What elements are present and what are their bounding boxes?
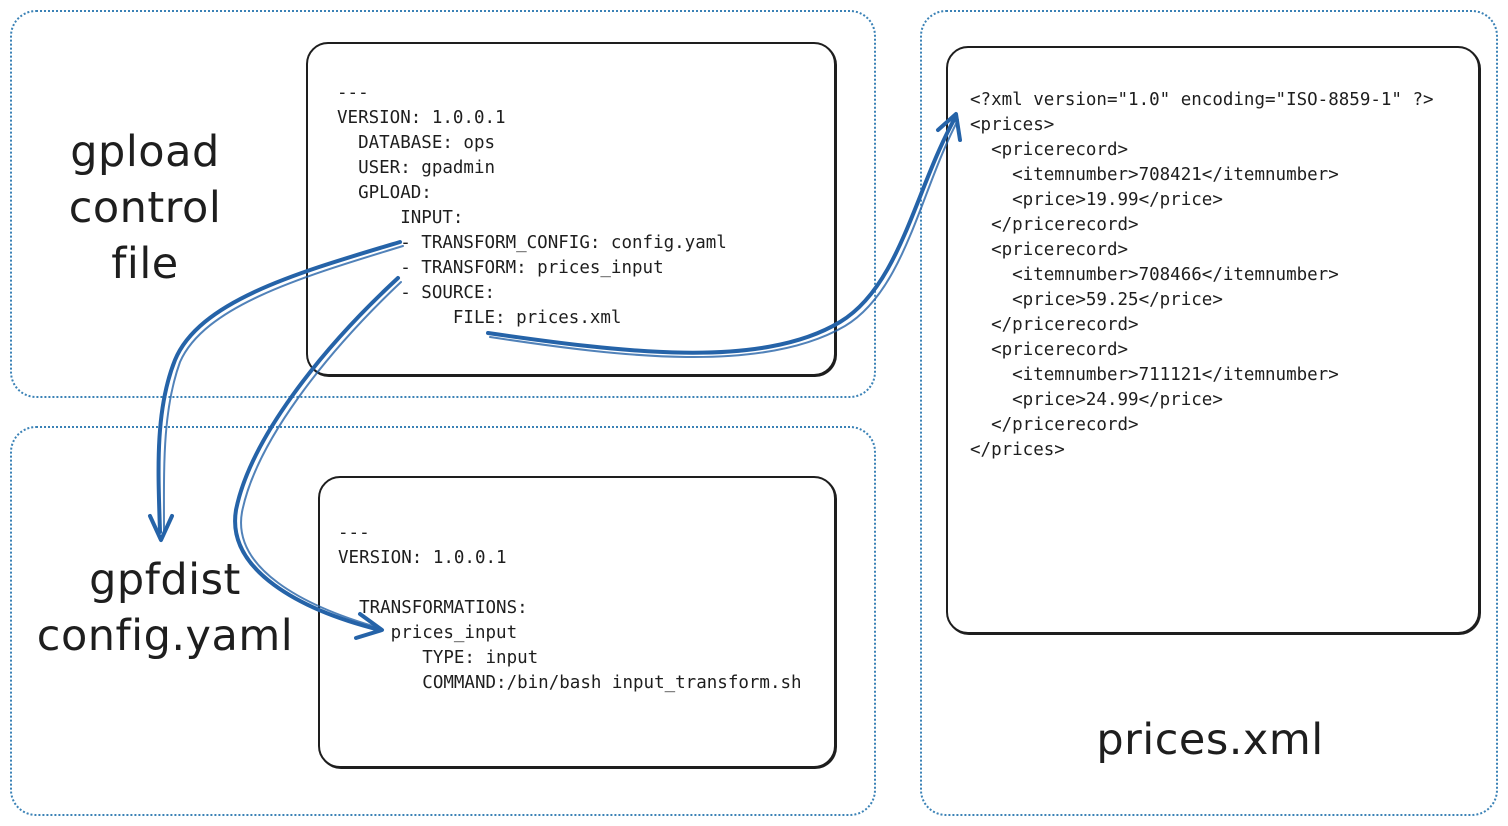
prices-xml-line: </prices> (970, 440, 1065, 460)
prices-xml-line: <itemnumber>708466</itemnumber> (970, 265, 1339, 285)
gpload-label-line-1: gpload (70, 127, 220, 177)
gpload-code-line: - SOURCE: (337, 283, 496, 303)
gpload-code-line: DATABASE: ops (337, 133, 496, 153)
gpload-code-line: --- (337, 83, 369, 103)
gpfdist-code-line: prices_input (338, 623, 518, 643)
gpload-label-line-3: file (111, 239, 179, 289)
prices-xml-line: </pricerecord> (970, 215, 1139, 235)
gpload-label-line-2: control (68, 183, 222, 233)
prices-xml-line: <pricerecord> (970, 140, 1129, 160)
gpfdist-code-line: COMMAND:/bin/bash input_transform.sh (338, 673, 802, 693)
prices-group (920, 10, 1498, 816)
prices-xml-line: <prices> (970, 115, 1055, 135)
prices-xml-line: <pricerecord> (970, 340, 1129, 360)
gpfdist-label: gpfdist config.yaml (30, 552, 300, 664)
gpfdist-label-line-2: config.yaml (36, 611, 294, 661)
prices-xml-line: <?xml version="1.0" encoding="ISO-8859-1… (970, 90, 1434, 110)
gpfdist-code-line: --- (338, 523, 370, 543)
prices-label: prices.xml (1080, 712, 1340, 768)
gpload-code-line: INPUT: (337, 208, 464, 228)
gpfdist-code-line: TYPE: input (338, 648, 539, 668)
prices-xml-line: </pricerecord> (970, 315, 1139, 335)
prices-xml-card (946, 46, 1480, 634)
gpfdist-code-line (338, 571, 802, 596)
gpfdist-config-code: --- VERSION: 1.0.0.1 TRANSFORMATIONS: pri… (338, 521, 802, 696)
gpfdist-code-line: TRANSFORMATIONS: (338, 598, 528, 618)
prices-xml-line: <pricerecord> (970, 240, 1129, 260)
prices-xml-line: <price>24.99</price> (970, 390, 1223, 410)
gpload-code-line: FILE: prices.xml (337, 308, 622, 328)
prices-xml-code: <?xml version="1.0" encoding="ISO-8859-1… (970, 88, 1434, 463)
gpload-control-file-code: --- VERSION: 1.0.0.1 DATABASE: ops USER: … (337, 81, 727, 331)
prices-xml-line: <itemnumber>708421</itemnumber> (970, 165, 1339, 185)
gpload-code-line: GPLOAD: (337, 183, 432, 203)
gpload-code-line: VERSION: 1.0.0.1 (337, 108, 506, 128)
prices-xml-line: <price>19.99</price> (970, 190, 1223, 210)
gpload-code-line: - TRANSFORM: prices_input (337, 258, 664, 278)
gpfdist-code-line: VERSION: 1.0.0.1 (338, 548, 507, 568)
gpload-code-line: - TRANSFORM_CONFIG: config.yaml (337, 233, 727, 253)
gpload-code-line: USER: gpadmin (337, 158, 496, 178)
gpload-label: gpload control file (40, 124, 250, 292)
gpfdist-label-line-1: gpfdist (89, 555, 241, 605)
prices-xml-line: <price>59.25</price> (970, 290, 1223, 310)
prices-xml-line: <itemnumber>711121</itemnumber> (970, 365, 1339, 385)
prices-label-text: prices.xml (1096, 715, 1324, 765)
prices-xml-line: </pricerecord> (970, 415, 1139, 435)
gpfdist-group (10, 426, 876, 816)
